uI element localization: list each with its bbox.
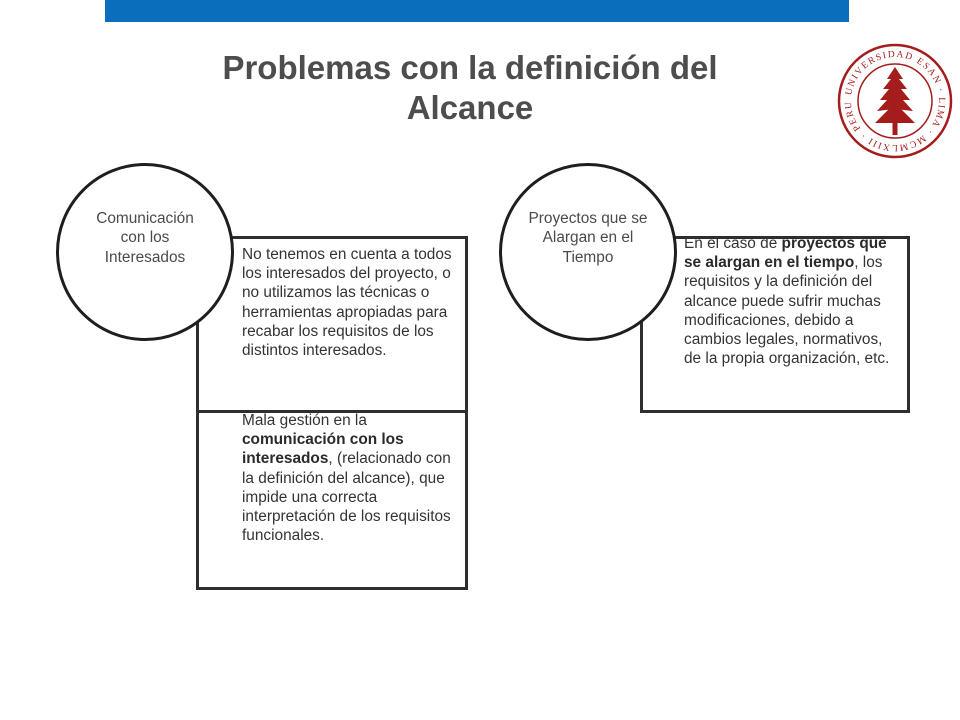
right-box-pre: En el caso de bbox=[684, 235, 782, 252]
slide-title: Problemas con la definición del Alcance bbox=[170, 48, 770, 128]
left-circle: Comunicación con los Interesados bbox=[56, 163, 234, 341]
university-seal-tree-icon: UNIVERSIDAD ESAN · LIMA · MCMLXIII · PER… bbox=[837, 43, 953, 159]
left-box-2-bold: comunicación con los interesados bbox=[242, 431, 404, 468]
left-box-1 bbox=[196, 236, 468, 413]
right-circle-label: Proyectos que se Alargan en el Tiempo bbox=[528, 209, 648, 266]
slide-title-line1: Problemas con la definición del bbox=[222, 49, 718, 86]
left-box-2-post: , (relacionado con la definición del alc… bbox=[242, 450, 451, 545]
right-box-post: , los requisitos y la definición del alc… bbox=[684, 254, 890, 368]
slide-title-line2: Alcance bbox=[406, 89, 534, 126]
left-box-2 bbox=[196, 410, 468, 590]
right-box-bold: proyectos que se alargan en el tiempo bbox=[684, 235, 887, 272]
right-box bbox=[640, 236, 910, 413]
left-box-2-pre: Mala gestión en la bbox=[242, 412, 367, 429]
top-accent-bar bbox=[105, 0, 849, 22]
right-circle: Proyectos que se Alargan en el Tiempo bbox=[499, 163, 677, 341]
left-box-1-text: No tenemos en cuenta a todos los interes… bbox=[242, 246, 452, 360]
left-box-2-text: Mala gestión en la comunicación con los … bbox=[242, 411, 458, 545]
right-box-text: En el caso de proyectos que se alargan e… bbox=[684, 234, 902, 368]
left-circle-label: Comunicación con los Interesados bbox=[96, 209, 194, 266]
